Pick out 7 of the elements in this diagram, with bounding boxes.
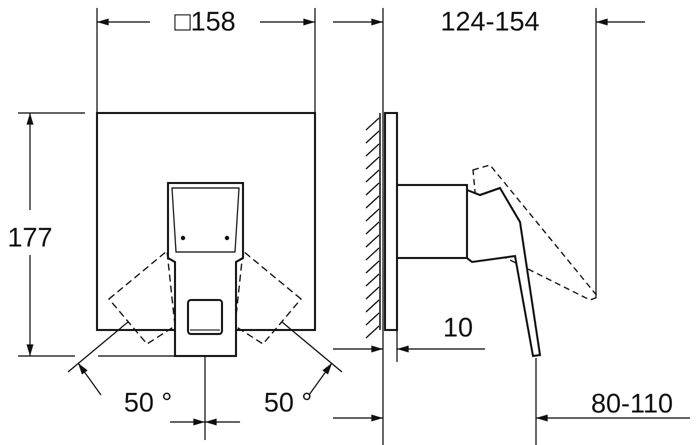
dimension-label: 50 ° xyxy=(264,390,312,416)
dimension-label: 50 ° xyxy=(124,390,172,416)
dimension-label: 10 xyxy=(442,314,474,342)
dimension-label: □158 xyxy=(174,8,236,36)
dimension-label: 177 xyxy=(7,224,53,252)
dimension-label: 124-154 xyxy=(440,8,540,36)
dimension-label: 80-110 xyxy=(590,390,674,418)
